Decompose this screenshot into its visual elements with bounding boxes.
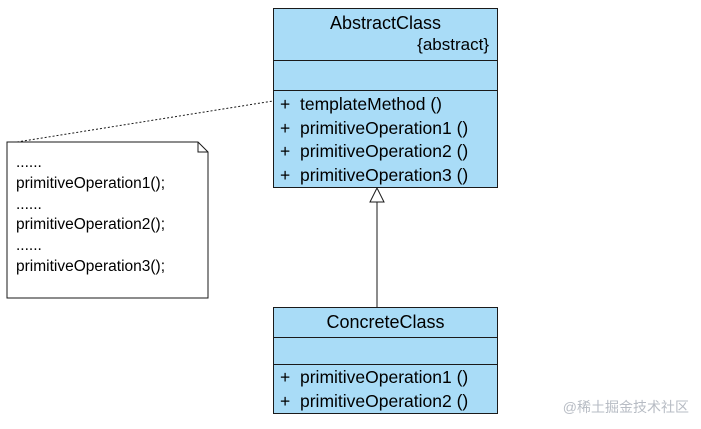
operation-item: +templateMethod () (280, 94, 443, 114)
operation-item: +primitiveOperation2 () (280, 141, 469, 161)
note-line: primitiveOperation2(); (16, 216, 166, 234)
note-line: ...... (16, 237, 42, 255)
note-line: ...... (16, 154, 42, 171)
generalization-arrowhead (369, 186, 385, 203)
operation-item: +primitiveOperation1 () (280, 367, 469, 387)
concrete-class-name: ConcreteClass (326, 312, 445, 332)
concrete-class-header: ConcreteClass (274, 308, 497, 338)
operation-item: +primitiveOperation1 () (280, 117, 469, 138)
note-anchor-line (16, 100, 274, 143)
abstract-class-header: AbstractClass {abstract} (274, 9, 497, 61)
note-outline (6, 141, 209, 299)
abstract-class-stereotype: {abstract} (417, 35, 489, 54)
operation-item: +primitiveOperation2 () (280, 390, 469, 411)
abstract-class-name: AbstractClass (329, 13, 442, 33)
operation-item: +primitiveOperation3 () (280, 164, 469, 185)
concrete-class-box: ConcreteClass +primitiveOperation1 () +p… (273, 307, 498, 414)
watermark: @稀土掘金技术社区 (562, 399, 689, 415)
note-text: ...... primitiveOperation1();...... primit… (16, 153, 165, 278)
note-line: primitiveOperation1(); (16, 174, 166, 192)
note-line: ...... (16, 195, 42, 213)
concrete-class-attributes (274, 338, 497, 365)
concrete-class-operations: +primitiveOperation1 () +primitiveOperat… (274, 365, 497, 413)
abstract-class-operations: +templateMethod () +primitiveOperation1 … (274, 91, 497, 187)
abstract-class-attributes (274, 61, 497, 91)
note-line: primitiveOperation3(); (16, 257, 166, 275)
note-fold (197, 142, 208, 153)
abstract-class-box: AbstractClass {abstract} +templateMethod… (273, 8, 498, 188)
